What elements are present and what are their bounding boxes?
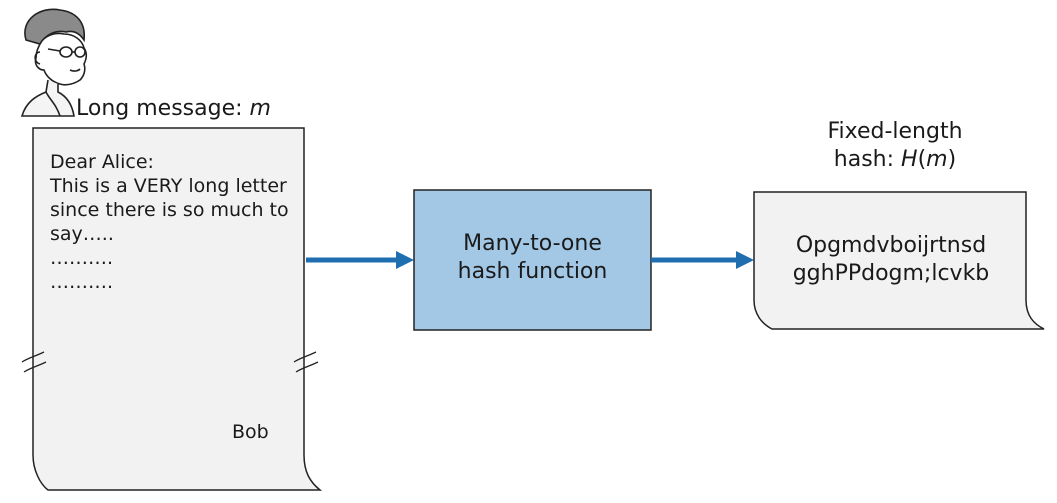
message-line: This is a VERY long letter [50, 175, 287, 197]
output-caption-close: ) [947, 147, 957, 172]
hash-output-document [753, 191, 1045, 330]
message-caption-prefix: Long message: [76, 96, 250, 121]
hash-digest: Opgmdvboijrtnsd gghPPdogm;lcvkb [766, 232, 1016, 288]
message-caption-var: m [249, 96, 271, 121]
person-icon [20, 8, 88, 117]
arrow-hash-to-output [651, 251, 754, 269]
hash-digest-line1: Opgmdvboijrtnsd [795, 233, 987, 258]
output-caption-var: m [926, 147, 948, 172]
hash-function-box [413, 189, 652, 331]
output-caption-func: H [901, 147, 918, 172]
output-caption-open: ( [917, 147, 927, 172]
output-caption-line1: Fixed-length [827, 119, 963, 144]
message-caption: Long message: m [76, 95, 271, 123]
message-line: say….. [50, 223, 114, 245]
output-caption: Fixed-length hash: H(m) [790, 118, 1000, 174]
break-mark-right [293, 351, 319, 373]
message-line: Dear Alice: [50, 151, 154, 173]
break-mark-left [21, 351, 47, 373]
output-caption-prefix: hash: [833, 147, 902, 172]
hash-function-label: Many-to-one hash function [414, 230, 651, 286]
message-document [32, 127, 323, 491]
output-caption-line2: hash: H(m) [790, 146, 1000, 174]
hash-digest-line2: gghPPdogm;lcvkb [792, 261, 990, 286]
message-line: since there is so much to [50, 199, 289, 221]
hash-function-line1: Many-to-one [463, 231, 602, 256]
message-line: ………. [50, 271, 114, 293]
arrow-message-to-hash [306, 251, 414, 269]
message-line: ………. [50, 247, 114, 269]
message-body: Dear Alice: This is a VERY long letter s… [50, 150, 289, 294]
hash-function-line2: hash function [457, 259, 608, 284]
message-signature: Bob [232, 421, 269, 443]
